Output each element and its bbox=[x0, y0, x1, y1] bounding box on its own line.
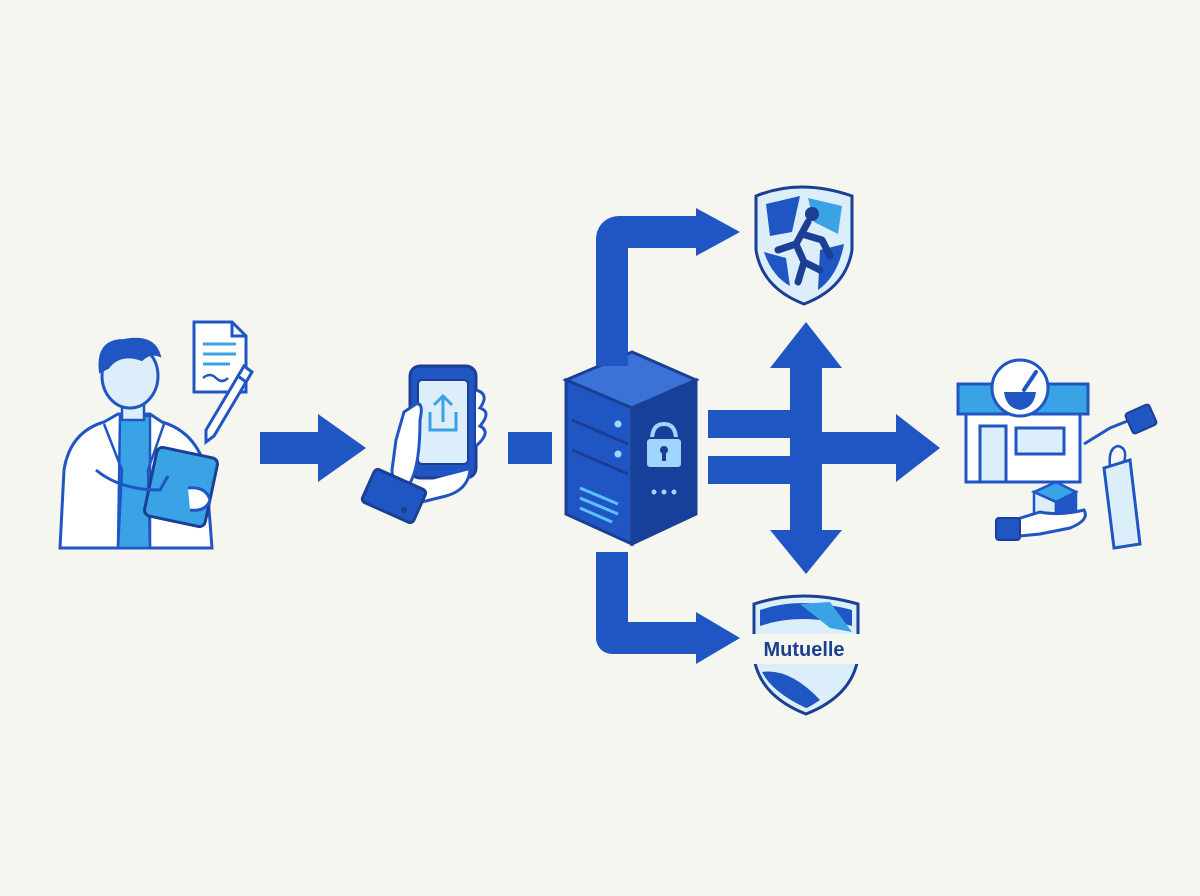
arrow-server-to-pharmacy bbox=[708, 322, 940, 574]
smartphone-upload-icon bbox=[360, 364, 488, 525]
arrow-server-to-health-insurance bbox=[596, 208, 740, 366]
arrow-doctor-to-phone bbox=[260, 414, 366, 482]
mutuelle-shield-icon: Mutuelle bbox=[748, 594, 860, 716]
mutuelle-label: Mutuelle bbox=[763, 639, 844, 661]
secure-server-lock-icon bbox=[562, 350, 700, 547]
pharmacy-storefront-icon bbox=[956, 358, 1158, 550]
arrow-server-to-mutuelle bbox=[596, 552, 740, 664]
pen-icon bbox=[204, 363, 254, 445]
prescription-document-icon bbox=[192, 320, 248, 394]
arrow-phone-to-server bbox=[508, 432, 552, 464]
health-insurance-shield-icon bbox=[754, 185, 854, 306]
doctor-writing-prescription-icon bbox=[58, 337, 219, 550]
